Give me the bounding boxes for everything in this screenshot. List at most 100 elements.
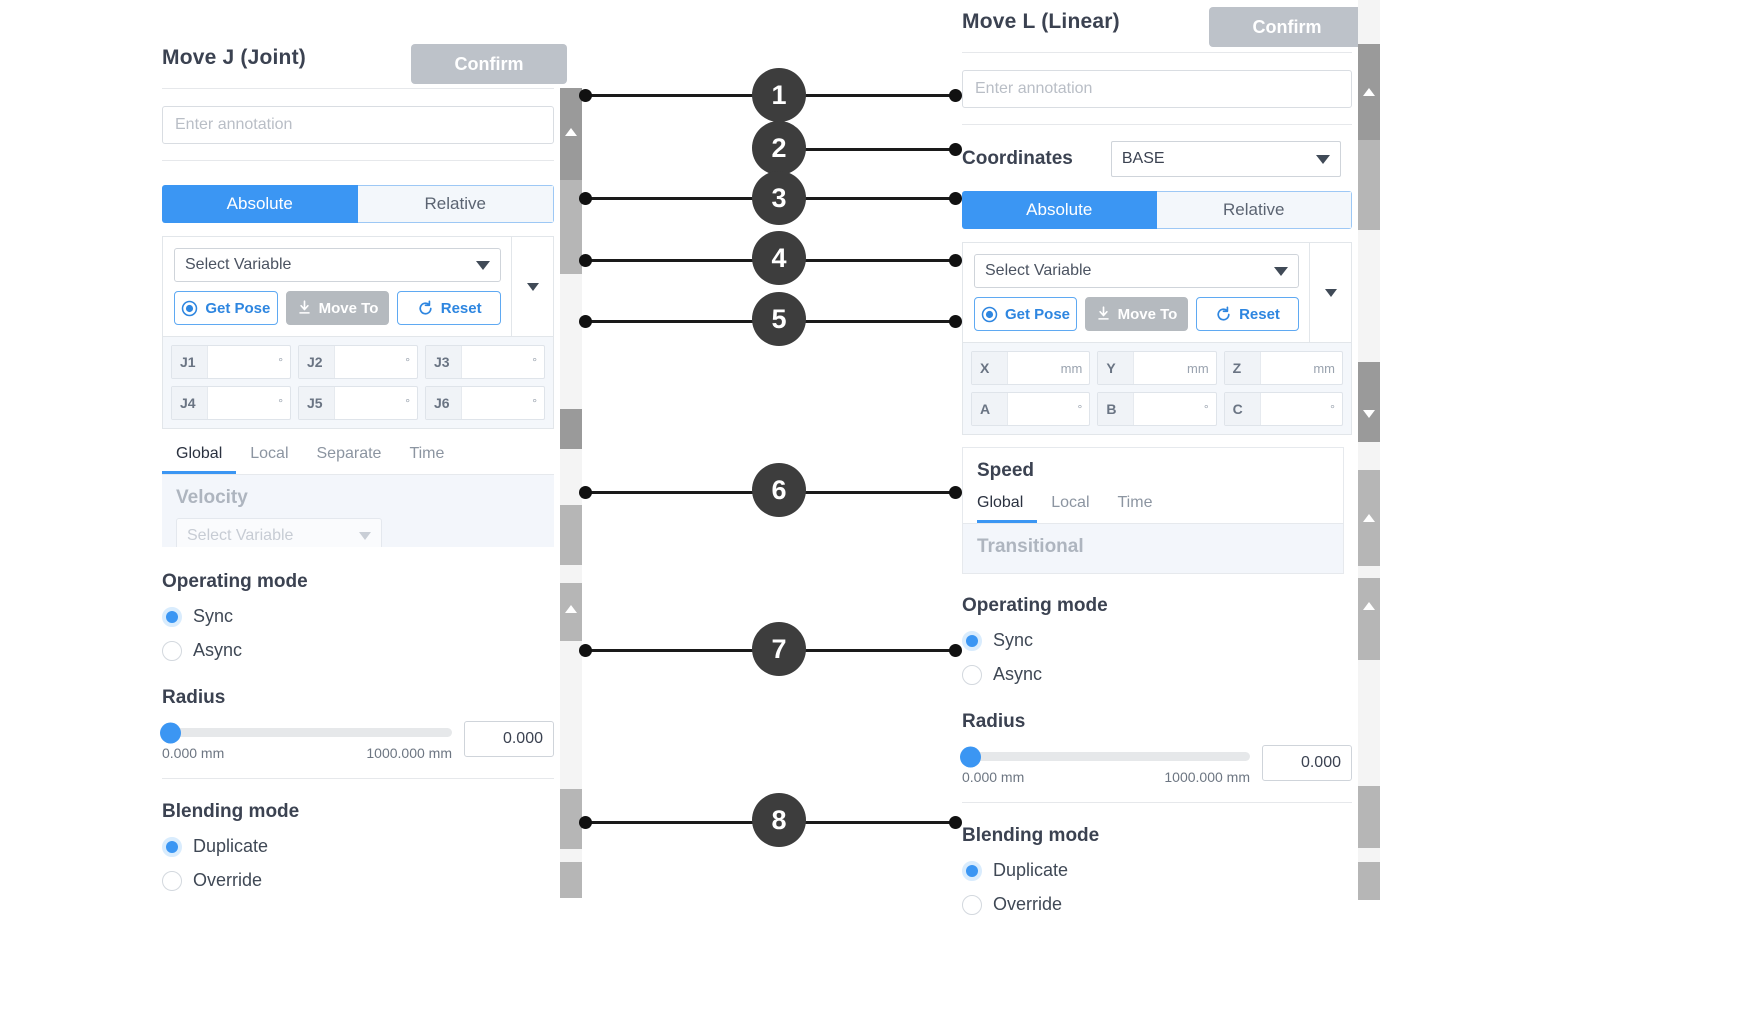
scrollbar-segment[interactable] xyxy=(1358,786,1380,848)
scrollbar-segment[interactable] xyxy=(1358,578,1380,660)
pose-field-j6[interactable]: J6 ° xyxy=(425,386,545,420)
pose-field-j4[interactable]: J4 ° xyxy=(171,386,291,420)
move-l-move-to-button[interactable]: Move To xyxy=(1085,297,1188,331)
move-j-variable-select[interactable]: Select Variable xyxy=(174,248,501,282)
radio-icon xyxy=(962,860,982,881)
scrollbar-segment[interactable] xyxy=(560,583,582,641)
pose-field-a[interactable]: A ° xyxy=(971,392,1091,426)
radius-value-input[interactable]: 0.000 xyxy=(1262,745,1352,781)
scrollbar-segment[interactable] xyxy=(1358,470,1380,566)
radius-slider[interactable] xyxy=(960,746,1250,767)
move-j-annotation-input[interactable] xyxy=(162,106,554,144)
radio-label: Override xyxy=(993,894,1063,914)
radio-sync[interactable]: Sync xyxy=(162,606,554,627)
callout-dot-right-5 xyxy=(949,315,962,328)
callout-badge-2: 2 xyxy=(752,121,806,175)
move-l-confirm-button[interactable]: Confirm xyxy=(1209,7,1365,47)
scrollbar-thumb[interactable] xyxy=(1358,44,1380,140)
move-j-get-pose-button[interactable]: Get Pose xyxy=(174,291,278,325)
pose-field-j2[interactable]: J2 ° xyxy=(298,345,418,379)
coordinates-select[interactable]: BASE xyxy=(1110,141,1341,177)
tab-relative[interactable]: Relative xyxy=(1156,191,1352,229)
tab-global[interactable]: Global xyxy=(977,488,1038,523)
pose-field-label: J4 xyxy=(172,387,208,419)
scrollbar-track[interactable] xyxy=(560,88,582,898)
tab-local[interactable]: Local xyxy=(250,445,289,462)
move-j-reset-button[interactable]: Reset xyxy=(397,291,502,325)
radio-sync[interactable]: Sync xyxy=(962,630,1352,651)
radius-value-input[interactable]: 0.000 xyxy=(464,721,554,757)
speed-heading: Speed xyxy=(977,460,1035,481)
move-l-title: Move L (Linear) xyxy=(962,10,1120,33)
velocity-tabs[interactable]: Global Local Separate Time xyxy=(162,439,554,475)
pose-field-x[interactable]: X mm xyxy=(971,351,1091,385)
move-j-move-to-button[interactable]: Move To xyxy=(285,291,390,325)
pose-field-label: J1 xyxy=(172,346,208,378)
move-j-confirm-button[interactable]: Confirm xyxy=(411,44,567,84)
scrollbar-segment[interactable] xyxy=(560,789,582,849)
scrollbar-segment[interactable] xyxy=(1358,140,1380,230)
radius-slider[interactable] xyxy=(160,722,452,743)
callout-dot-right-8 xyxy=(949,816,962,829)
pose-field-j5[interactable]: J5 ° xyxy=(298,386,418,420)
tab-local[interactable]: Local xyxy=(1051,494,1090,511)
scrollbar-segment[interactable] xyxy=(560,862,582,898)
move-j-mode-segment[interactable]: Absolute Relative xyxy=(162,185,554,223)
radius-heading: Radius xyxy=(962,711,1026,732)
callout-dot-left-5 xyxy=(579,315,592,328)
radio-async[interactable]: Async xyxy=(162,640,554,661)
speed-field-label: Transitional xyxy=(977,536,1084,557)
scrollbar-segment[interactable] xyxy=(560,409,582,449)
radio-duplicate[interactable]: Duplicate xyxy=(962,860,1352,881)
chevron-down-icon xyxy=(476,260,490,270)
download-icon xyxy=(298,300,310,314)
radio-async[interactable]: Async xyxy=(962,664,1352,685)
scrollbar-segment[interactable] xyxy=(560,180,582,274)
chevron-up-icon xyxy=(565,605,577,613)
move-l-mode-segment[interactable]: Absolute Relative xyxy=(962,191,1352,229)
reset-label: Reset xyxy=(1239,305,1280,323)
pose-field-c[interactable]: C ° xyxy=(1223,392,1343,426)
radio-override[interactable]: Override xyxy=(162,870,554,891)
pose-field-z[interactable]: Z mm xyxy=(1223,351,1343,385)
scrollbar-segment[interactable] xyxy=(1358,862,1380,900)
scrollbar-segment[interactable] xyxy=(560,505,582,565)
move-l-get-pose-button[interactable]: Get Pose xyxy=(974,297,1077,331)
radius-slider-knob[interactable] xyxy=(160,722,181,743)
tab-time[interactable]: Time xyxy=(409,445,445,462)
callout-dot-left-3 xyxy=(579,192,592,205)
move-l-panel: Move L (Linear) Confirm Coordinates BASE… xyxy=(960,0,1365,918)
callout-dot-right-1 xyxy=(949,89,962,102)
tab-absolute[interactable]: Absolute xyxy=(962,191,1157,229)
tab-relative[interactable]: Relative xyxy=(357,185,554,223)
speed-tabs[interactable]: Global Local Time xyxy=(963,488,1343,524)
move-l-expand-toggle[interactable] xyxy=(1309,243,1351,342)
pose-field-unit: ° xyxy=(532,355,537,369)
callout-dot-right-2 xyxy=(949,143,962,156)
callout-badge-8: 8 xyxy=(752,793,806,847)
move-l-annotation-input[interactable] xyxy=(962,70,1352,108)
callout-badge-4: 4 xyxy=(752,231,806,285)
divider xyxy=(962,802,1352,803)
move-to-label: Move To xyxy=(318,299,379,317)
scrollbar-segment[interactable] xyxy=(1358,362,1380,442)
move-j-expand-toggle[interactable] xyxy=(511,237,553,336)
tab-global[interactable]: Global xyxy=(162,439,237,474)
tab-absolute[interactable]: Absolute xyxy=(162,185,358,223)
move-l-reset-button[interactable]: Reset xyxy=(1196,297,1299,331)
radius-ticks: 0.000 mm 1000.000 mm xyxy=(162,745,452,761)
pose-field-j3[interactable]: J3 ° xyxy=(425,345,545,379)
pose-field-unit: ° xyxy=(278,355,283,369)
velocity-variable-select[interactable]: Select Variable xyxy=(176,518,382,547)
pose-field-j1[interactable]: J1 ° xyxy=(171,345,291,379)
move-l-variable-select[interactable]: Select Variable xyxy=(974,254,1299,288)
pose-field-y[interactable]: Y mm xyxy=(1097,351,1217,385)
radio-override[interactable]: Override xyxy=(962,894,1352,915)
radio-duplicate[interactable]: Duplicate xyxy=(162,836,554,857)
pose-field-b[interactable]: B ° xyxy=(1097,392,1217,426)
tab-separate[interactable]: Separate xyxy=(316,445,382,462)
velocity-variable-value: Select Variable xyxy=(187,527,294,544)
scrollbar-thumb[interactable] xyxy=(560,88,582,180)
tab-time[interactable]: Time xyxy=(1117,494,1153,511)
radius-slider-knob[interactable] xyxy=(960,746,981,767)
